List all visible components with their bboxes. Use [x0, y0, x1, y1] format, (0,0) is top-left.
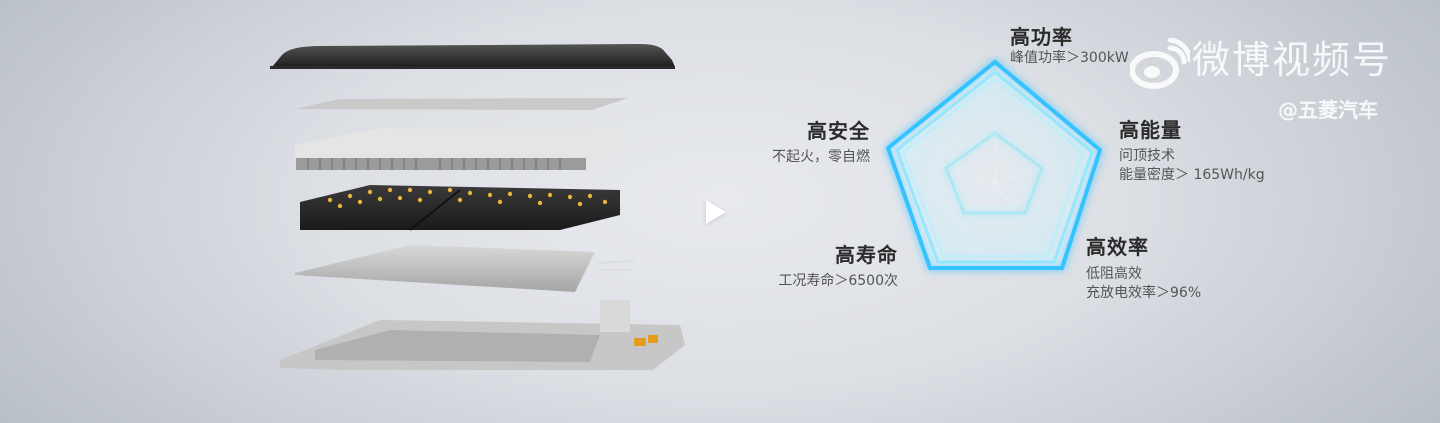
- feature-title: 高效率: [1086, 235, 1149, 259]
- feature-desc: 能量密度＞ 165Wh/kg: [1119, 167, 1265, 183]
- feature-desc: 问顶技术: [1119, 148, 1175, 164]
- battery-pack-image: [270, 44, 685, 370]
- feature-title: 高功率: [1010, 25, 1073, 49]
- feature-desc: 不起火，零自燃: [772, 149, 870, 165]
- feature-desc: 峰值功率＞300kW: [1010, 50, 1129, 66]
- watermark-platform: 微博视频号: [1192, 38, 1393, 82]
- radar-outer-pentagon: [885, 59, 1103, 270]
- watermark-handle: @五菱汽车: [1278, 98, 1378, 122]
- weibo-logo-icon: [1130, 38, 1190, 89]
- play-icon[interactable]: [706, 200, 726, 224]
- feature-desc: 工况寿命＞6500次: [778, 273, 898, 289]
- feature-title: 高寿命: [835, 243, 898, 267]
- feature-energy: 高能量 问顶技术 能量密度＞ 165Wh/kg: [1119, 118, 1265, 185]
- feature-power: 高功率 峰值功率＞300kW: [1010, 25, 1129, 68]
- feature-desc: 充放电效率＞96%: [1086, 285, 1202, 301]
- feature-safety: 高安全 不起火，零自燃: [740, 119, 870, 167]
- feature-title: 高能量: [1119, 118, 1182, 142]
- radar-chart: [885, 59, 1103, 270]
- feature-desc: 低阻高效: [1086, 266, 1142, 282]
- feature-life: 高寿命 工况寿命＞6500次: [730, 243, 898, 291]
- feature-title: 高安全: [807, 119, 870, 143]
- radar-inner-pentagon: [944, 131, 1044, 215]
- feature-efficiency: 高效率 低阻高效 充放电效率＞96%: [1086, 235, 1201, 303]
